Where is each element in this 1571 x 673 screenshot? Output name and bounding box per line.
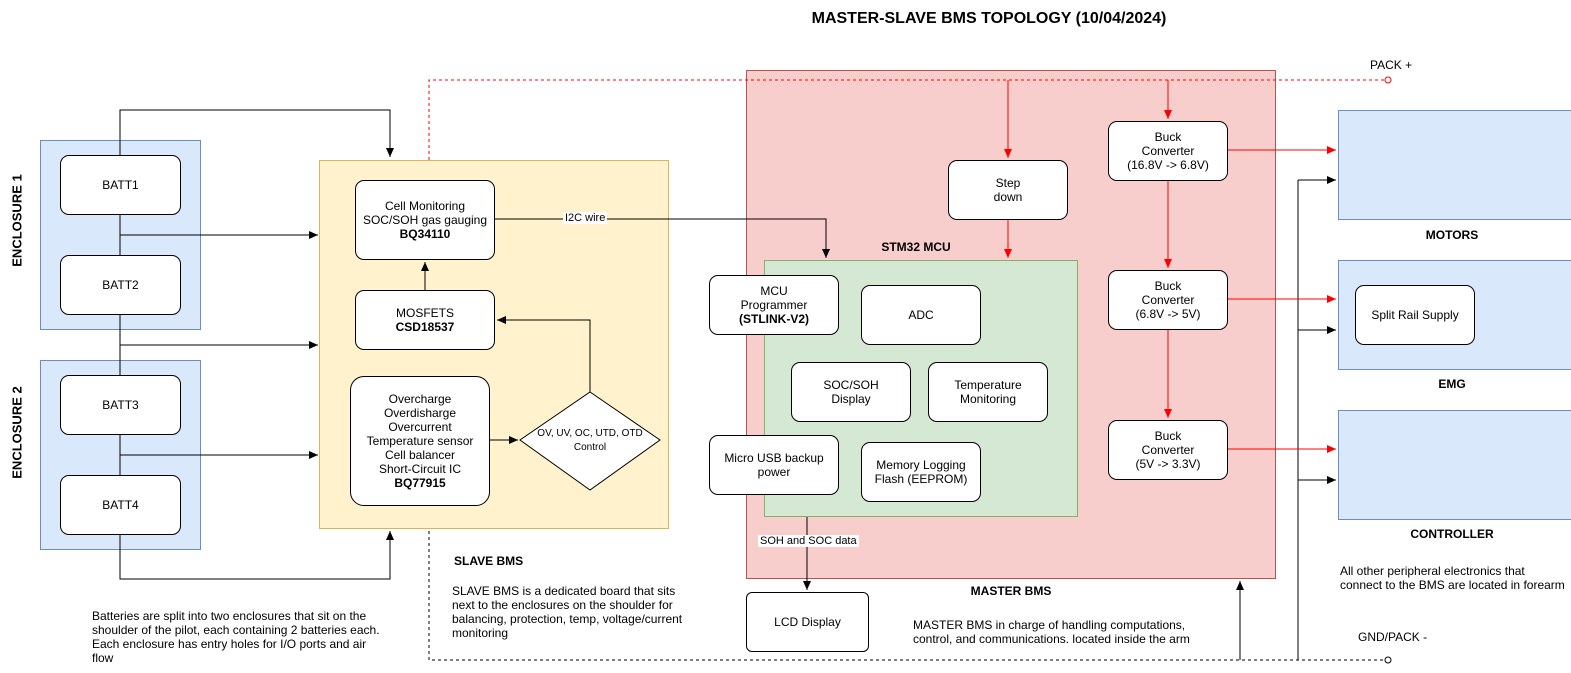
battery-1: BATT1	[60, 155, 181, 215]
enclosure-note: Batteries are split into two enclosures …	[92, 609, 380, 665]
mosfets: MOSFETS CSD18537	[355, 290, 495, 350]
wire-i2c	[495, 218, 830, 258]
gnd-pack-terminal	[1384, 656, 1392, 664]
controller-block	[1338, 410, 1571, 520]
memory-logging-flash: Memory Logging Flash (EEPROM)	[861, 442, 981, 502]
battery-2: BATT2	[60, 255, 181, 315]
buck-converter-3: Buck Converter (5V -> 3.3V)	[1108, 420, 1228, 480]
emg-label: EMG	[1438, 377, 1466, 391]
control-diamond-label: OV, UV, OC, UTD, OTD Control	[537, 428, 643, 453]
protection-ic: Overcharge Overdisharge Overcurrent Temp…	[350, 376, 490, 506]
gnd-pack-label: GND/PACK -	[1358, 630, 1428, 644]
master-bms-label: MASTER BMS	[970, 584, 1052, 598]
wire-gnd-pack	[428, 531, 1385, 661]
motors-block	[1338, 110, 1571, 220]
slave-bms-label: SLAVE BMS	[454, 554, 524, 568]
master-bms-description: MASTER BMS in charge of handling computa…	[913, 618, 1190, 646]
micro-usb-backup-power: Micro USB backup power	[709, 435, 839, 495]
wire-pack-plus	[428, 79, 1386, 160]
wire-diamond-to-mosfet	[497, 316, 591, 392]
temperature-monitoring-block: Temperature Monitoring	[928, 362, 1048, 422]
mcu-programmer: MCU Programmer (STLINK-V2)	[709, 275, 839, 335]
stm32-mcu-label: STM32 MCU	[881, 240, 951, 254]
pack-plus-terminal	[1384, 76, 1392, 84]
i2c-wire-label: I2C wire	[563, 212, 608, 224]
wire-batt1-top	[119, 109, 394, 157]
adc-block: ADC	[861, 285, 981, 345]
cell-monitoring-ic: Cell Monitoring SOC/SOH gas gauging BQ34…	[355, 180, 495, 260]
battery-4: BATT4	[60, 475, 181, 535]
buck-converter-1: Buck Converter (16.8V -> 6.8V)	[1108, 121, 1228, 181]
peripheral-note: All other peripheral electronics that co…	[1340, 564, 1565, 592]
diagram-title: MASTER-SLAVE BMS TOPOLOGY (10/04/2024)	[811, 10, 1167, 27]
split-rail-supply: Split Rail Supply	[1355, 285, 1475, 345]
controller-label: CONTROLLER	[1410, 527, 1494, 541]
lcd-display: LCD Display	[746, 592, 869, 652]
motors-label: MOTORS	[1425, 228, 1479, 242]
enclosure-2-label: ENCLOSURE 2	[9, 386, 25, 479]
battery-3: BATT3	[60, 375, 181, 435]
buck-converter-2: Buck Converter (6.8V -> 5V)	[1108, 270, 1228, 330]
soh-soc-data-label: SOH and SOC data	[758, 535, 859, 547]
slave-bms-description: SLAVE BMS is a dedicated board that sits…	[452, 584, 683, 640]
pack-plus-label: PACK +	[1370, 58, 1413, 72]
step-down-converter: Step down	[948, 160, 1068, 220]
wire-batt4-bottom	[119, 531, 394, 580]
soc-soh-display-block: SOC/SOH Display	[791, 362, 911, 422]
control-diamond	[519, 391, 661, 491]
enclosure-1-label: ENCLOSURE 1	[9, 174, 25, 267]
